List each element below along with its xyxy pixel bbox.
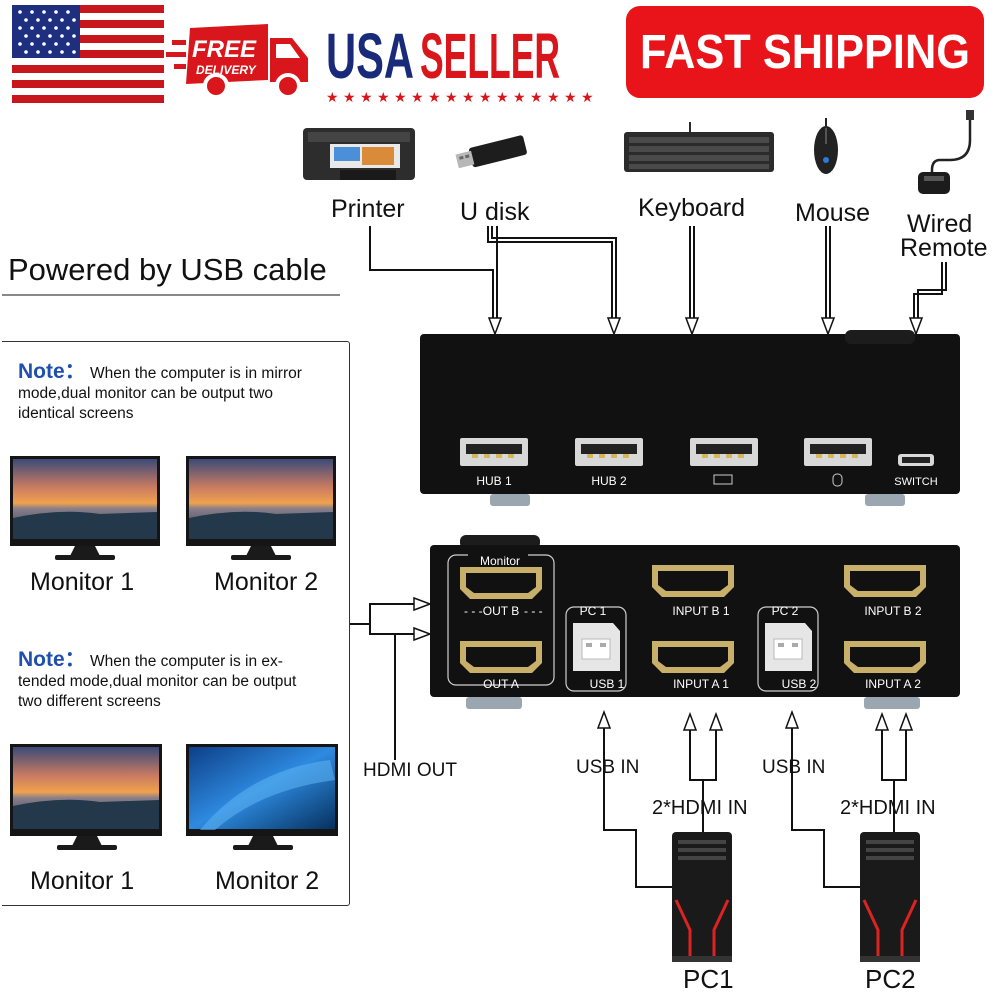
input-a2-label: INPUT A 2: [865, 677, 921, 691]
pc2-label: PC2: [865, 964, 916, 994]
hdmi-port-input-b1-icon: [652, 565, 734, 597]
dash-decor: - - -: [464, 604, 483, 618]
mirror-note-line3: identical screens: [18, 405, 134, 422]
switch-button-icon: [845, 330, 915, 344]
wired-label: Wired: [907, 210, 973, 238]
remote-port-icon: [898, 454, 934, 466]
pc1-port-label: PC 1: [580, 604, 607, 618]
pc-tower-icon: [672, 832, 732, 962]
usb-b-port-1-icon: [573, 623, 620, 671]
wired-remote-icon: [918, 110, 974, 194]
extend-note-line2: tended mode,dual monitor can be output: [18, 673, 297, 690]
monitor1-label: Monitor 1: [30, 867, 135, 895]
monitor2-label: Monitor 2: [214, 568, 319, 596]
note-panel: [2, 341, 350, 906]
hdmi-in-label-2: 2*HDMI IN: [840, 797, 936, 819]
mirror-note-label: Note：: [18, 360, 86, 383]
hdmi-out-label: HDMI OUT: [363, 760, 457, 781]
monitor-icon: [186, 456, 336, 560]
mirror-note: Note： When the computer is in mirror mod…: [18, 360, 348, 424]
switch-label: SWITCH: [894, 476, 937, 488]
device-icons: [303, 110, 974, 194]
pc-tower-icon: [860, 832, 920, 962]
keyboard-icon: [624, 122, 774, 172]
usb-port-mouse-icon: [804, 438, 872, 487]
monitor1-label: Monitor 1: [30, 568, 135, 596]
mouse-icon: [814, 118, 838, 174]
mouse-label: Mouse: [795, 199, 871, 227]
monitor-icon: [10, 456, 160, 560]
usb2-label: USB 2: [782, 677, 817, 691]
usb-port-hub2-icon: [575, 438, 643, 466]
extend-note-line1: When the computer is in ex-: [89, 653, 283, 670]
out-b-label: OUT B: [483, 604, 519, 618]
printer-label: Printer: [331, 195, 405, 223]
hdmi-port-out-a-icon: [460, 641, 542, 673]
usb1-label: USB 1: [590, 677, 625, 691]
monitor-icon: [186, 744, 338, 850]
usb-in-label-2: USB IN: [762, 757, 826, 778]
input-b1-label: INPUT B 1: [672, 604, 729, 618]
mirror-note-line2: mode,dual monitor can be output two: [18, 385, 274, 402]
pc2-port-label: PC 2: [772, 604, 799, 618]
usb-drive-icon: [455, 135, 527, 169]
monitor2-label: Monitor 2: [215, 867, 320, 895]
seller-text: SELLER: [420, 20, 560, 92]
delivery-truck-icon: [166, 24, 308, 99]
hdmi-port-input-a1-icon: [652, 641, 734, 673]
hub2-label: HUB 2: [591, 474, 627, 488]
usb-port-hub1-icon: [460, 438, 528, 466]
monitors: [10, 456, 338, 850]
fast-shipping-badge: [626, 6, 984, 98]
hdmi-port-input-a2-icon: [844, 641, 926, 673]
free-text: FREE: [192, 36, 257, 63]
us-flag-icon: [12, 5, 164, 103]
input-a1-label: INPUT A 1: [673, 677, 729, 691]
fast-shipping-text: FAST SHIPPING: [640, 26, 970, 79]
out-a-label: OUT A: [483, 677, 519, 691]
keyboard-label: Keyboard: [638, 194, 746, 222]
powered-by-label: Powered by USB cable: [8, 252, 327, 287]
pc1-label: PC1: [683, 964, 734, 994]
extend-note-line3: two different screens: [18, 693, 161, 710]
banner: FREE DELIVERY USA SELLER ★ ★ ★ ★ ★ ★ ★ ★…: [12, 5, 984, 106]
monitor-port-label: Monitor: [480, 554, 520, 568]
printer-icon: [303, 128, 415, 180]
svg-text:★ ★ ★ ★ ★ ★ ★ ★ ★ ★ ★ ★ ★ ★ ★: ★ ★ ★ ★ ★ ★ ★ ★ ★ ★ ★ ★ ★ ★ ★ ★: [326, 90, 594, 106]
usa-text: USA: [326, 20, 414, 92]
kvm-switch-front: Monitor OUT B - - - - - - OUT A PC 1 PC …: [430, 535, 960, 709]
usb-port-keyboard-icon: [690, 438, 758, 485]
udisk-label: U disk: [460, 198, 530, 226]
dash-decor: - - -: [524, 604, 543, 618]
hdmi-port-input-b2-icon: [844, 565, 926, 597]
divider: [2, 294, 340, 296]
input-b2-label: INPUT B 2: [864, 604, 921, 618]
mirror-note-line1: When the computer is in mirror: [89, 365, 302, 382]
kvm-switch-rear: HUB 1 HUB 2 SWITCH: [420, 330, 960, 506]
extend-note: Note： When the computer is in ex- tended…: [18, 648, 348, 712]
hdmi-in-label-1: 2*HDMI IN: [652, 797, 748, 819]
stars-row-icon: ★ ★ ★ ★ ★ ★ ★ ★ ★ ★ ★ ★ ★ ★ ★ ★: [326, 90, 594, 106]
monitor-icon: [10, 744, 162, 850]
extend-note-label: Note：: [18, 648, 86, 671]
usb-b-port-2-icon: [765, 623, 812, 671]
hdmi-port-out-b-icon: [460, 567, 542, 599]
usb-in-label-1: USB IN: [576, 757, 640, 778]
remote-label: Remote: [900, 234, 988, 262]
delivery-text: DELIVERY: [196, 63, 257, 77]
hub1-label: HUB 1: [476, 474, 512, 488]
